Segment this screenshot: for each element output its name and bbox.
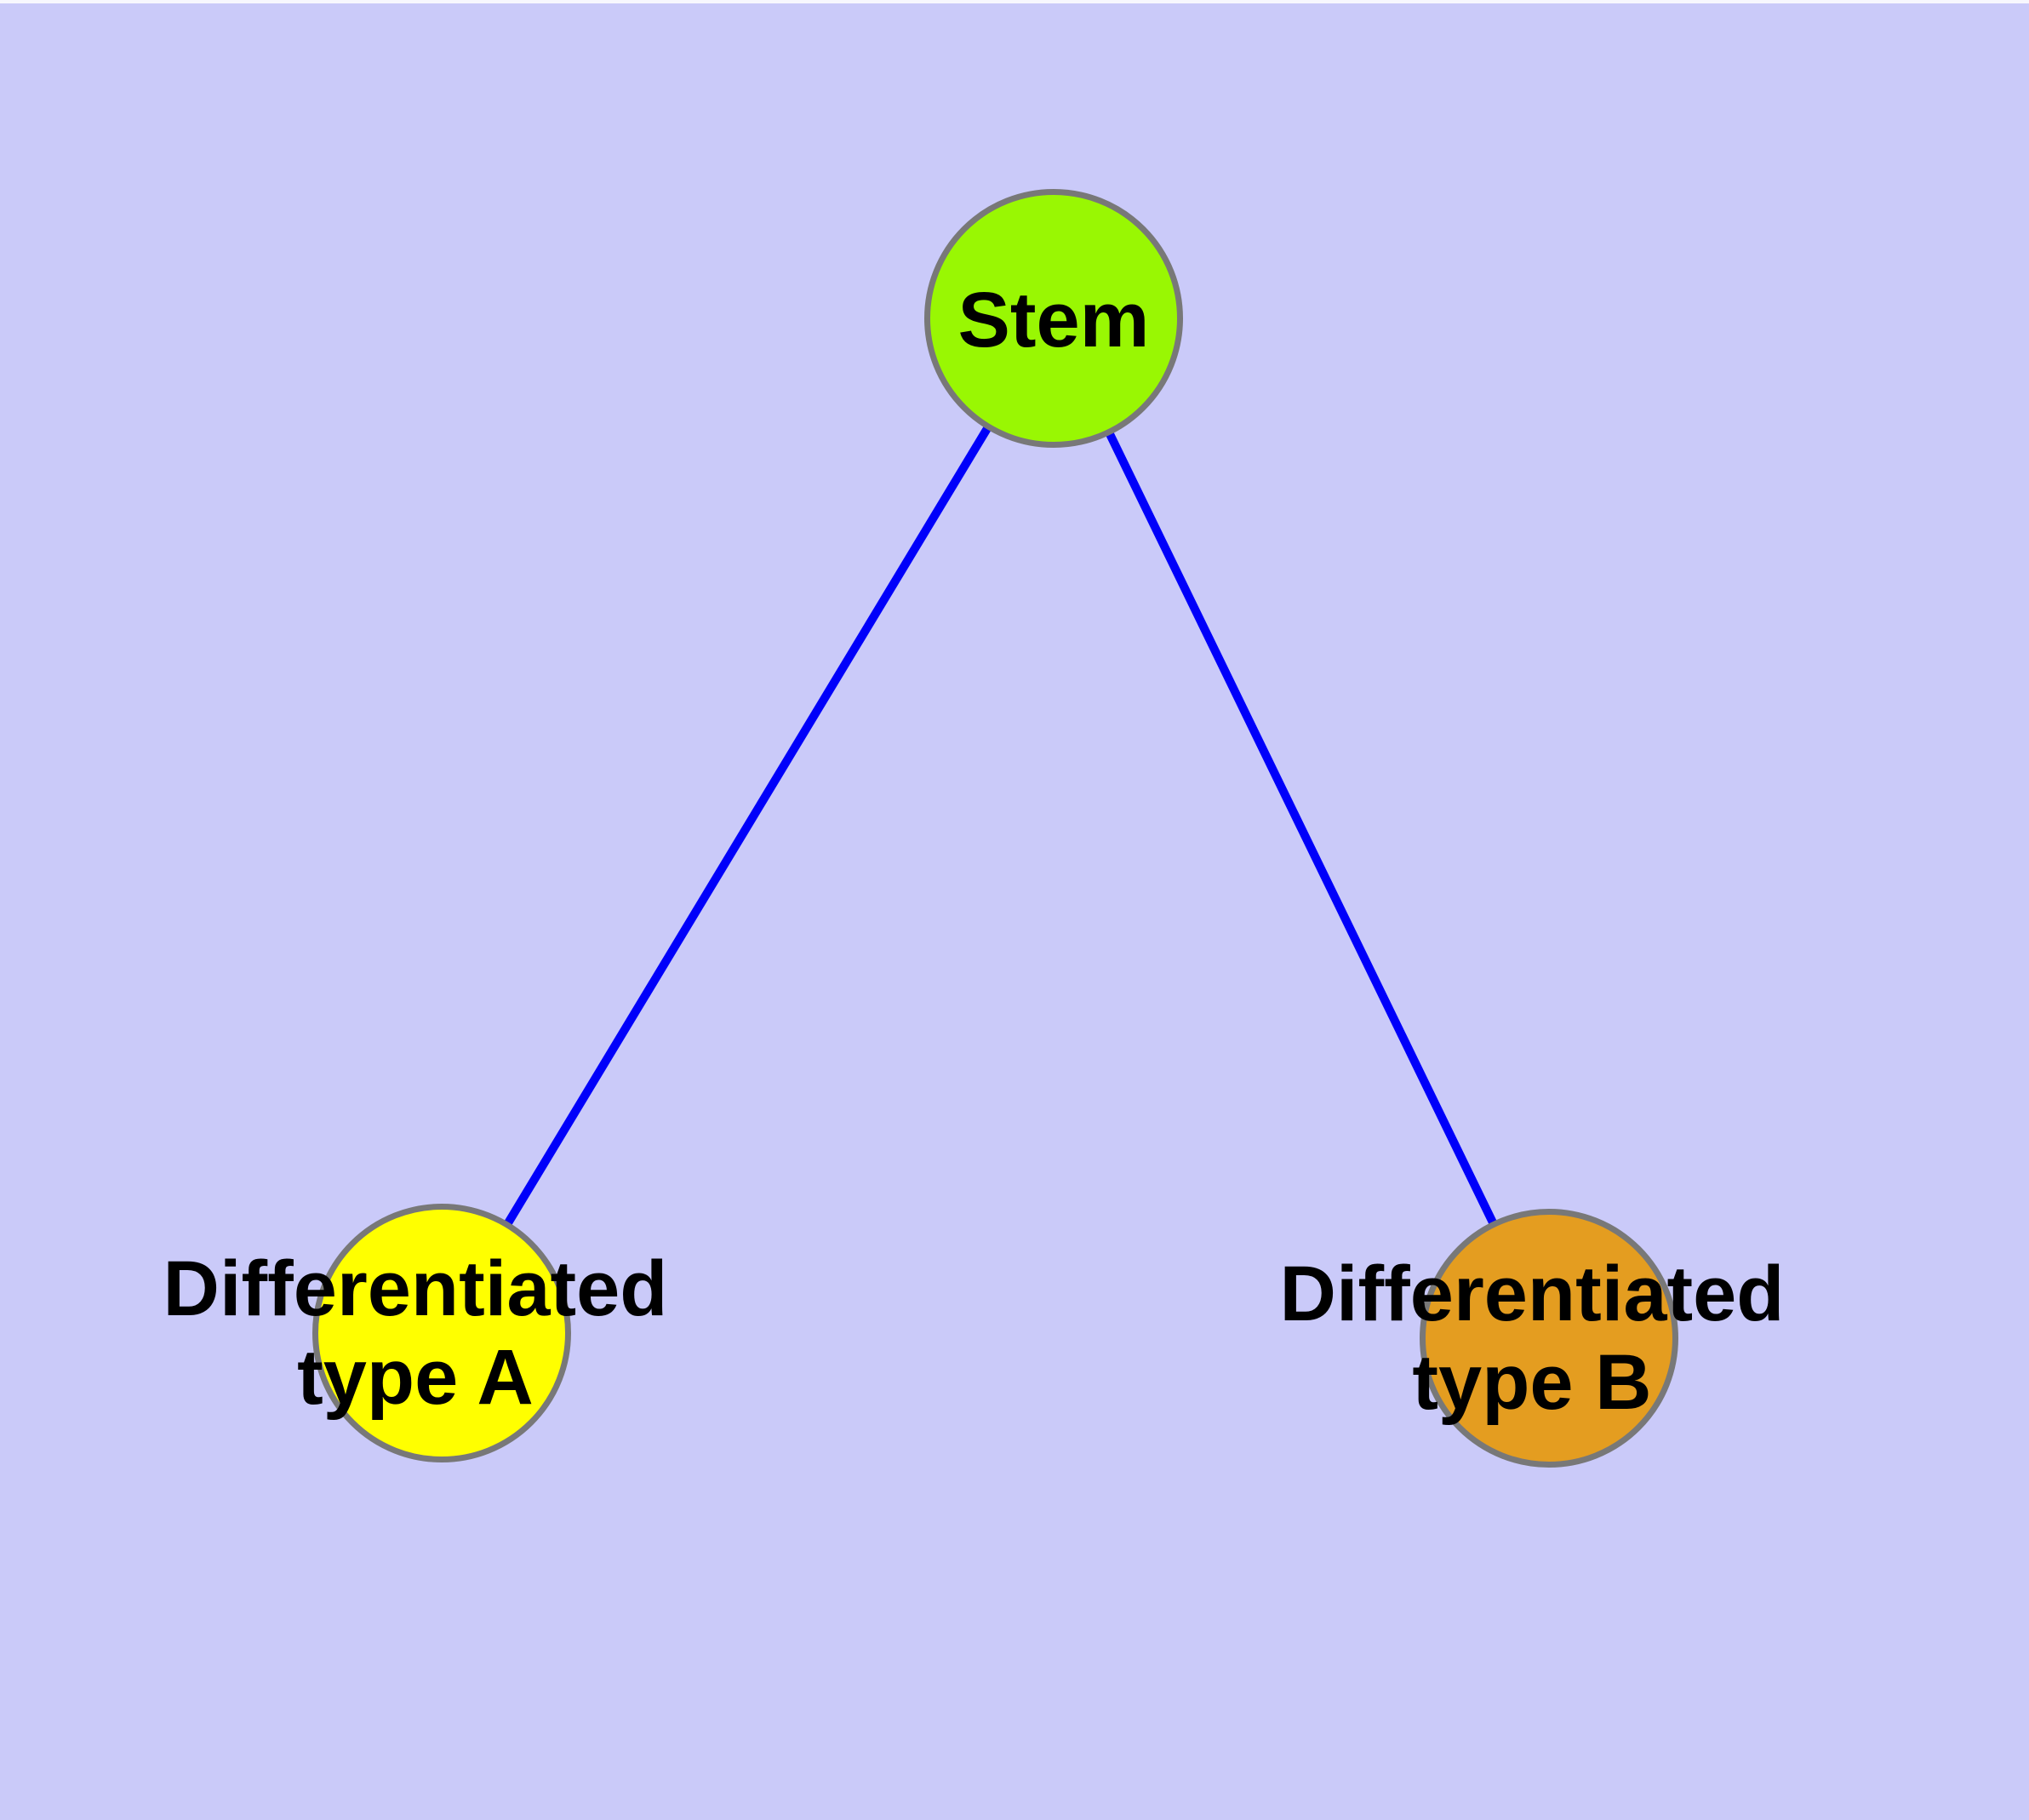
node-label-stem: Stem [958, 276, 1150, 364]
node-differentiated-type-b [1420, 1209, 1678, 1468]
edge-stem-to-type-b [1049, 316, 1553, 1341]
node-label-differentiated-type-b: Differentiated type B [1280, 1250, 1785, 1427]
node-label-text: type B [1412, 1339, 1652, 1426]
node-label-differentiated-type-a: Differentiated type A [163, 1245, 668, 1422]
node-differentiated-type-a [312, 1204, 571, 1462]
figure-top-edge [0, 0, 2029, 3]
edge-stem-to-type-a [437, 316, 1058, 1336]
node-label-text: Stem [957, 277, 1150, 363]
node-stem [924, 189, 1183, 448]
node-label-text: type A [297, 1334, 534, 1421]
node-label-text: Differentiated [1279, 1251, 1785, 1337]
node-label-text: Differentiated [163, 1245, 668, 1332]
